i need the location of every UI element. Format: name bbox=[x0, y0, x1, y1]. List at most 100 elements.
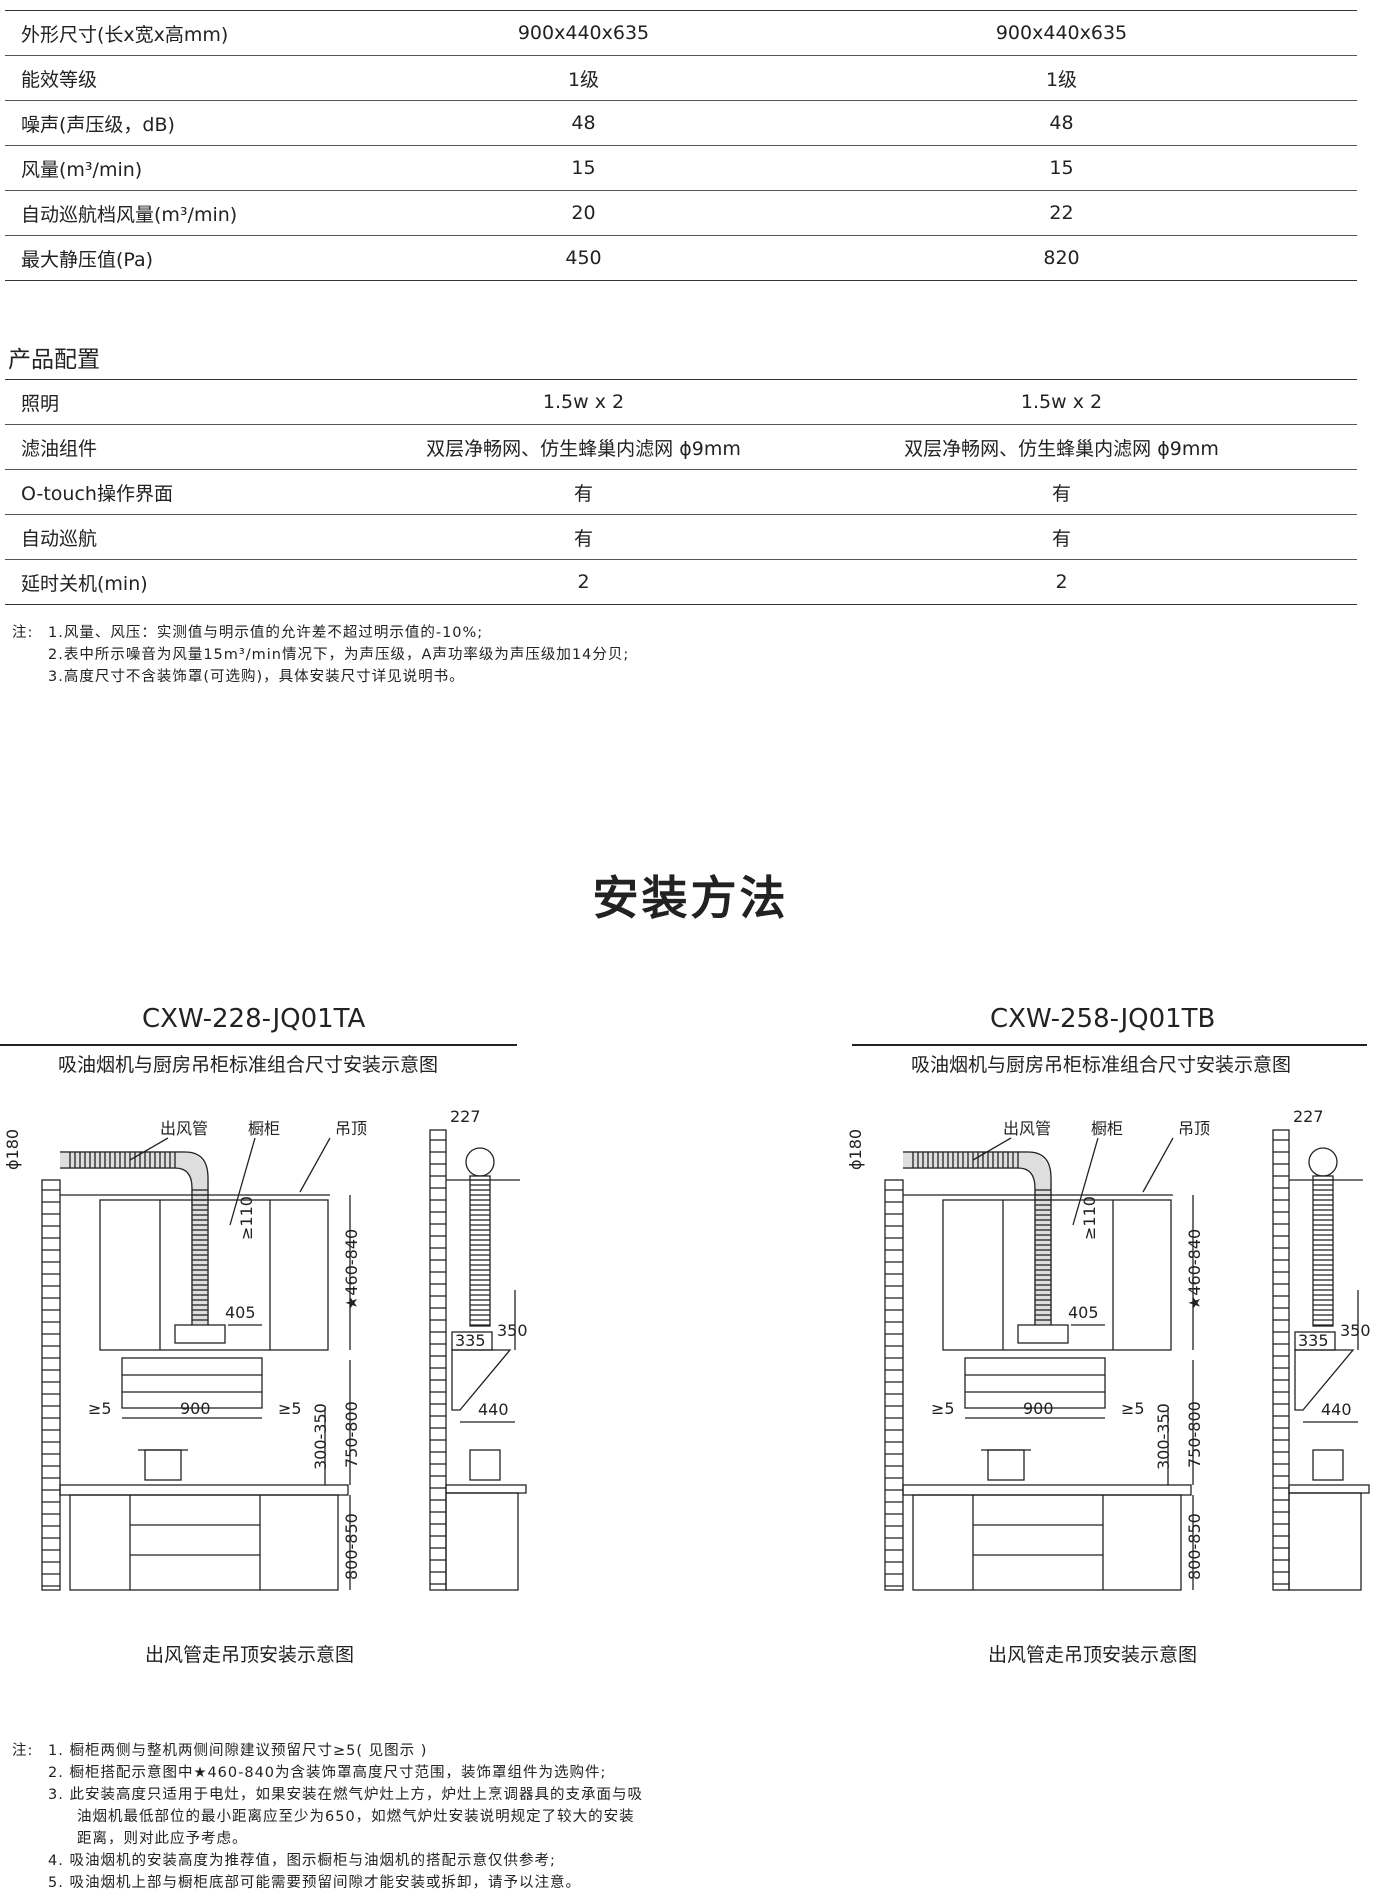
config-cell-v1: 1.5w x 2 bbox=[401, 380, 766, 425]
note-prefix bbox=[12, 1806, 48, 1828]
spec-cell-v1: 20 bbox=[401, 190, 766, 236]
dim-label-ceiling: 吊顶 bbox=[335, 1119, 367, 1138]
spec-cell-v1: 900x440x635 bbox=[401, 11, 766, 56]
dim-label-ceiling: 吊顶 bbox=[1178, 1119, 1210, 1138]
dim-label-cabinet: 橱柜 bbox=[1091, 1119, 1123, 1138]
note-line: 距离，则对此应予考虑。 bbox=[12, 1828, 643, 1850]
config-cell-v2: 双层净畅网、仿生蜂巢内滤网 ϕ9mm bbox=[766, 424, 1357, 470]
config-cell-label: 自动巡航 bbox=[5, 514, 401, 560]
brick-wall-right bbox=[429, 1129, 447, 1591]
note-prefix: 注: bbox=[12, 1743, 34, 1759]
diagram-lines bbox=[41, 1129, 527, 1591]
note-line: 3. 此安装高度只适用于电灶，如果安装在燃气炉灶上方，炉灶上烹调器具的支承面与吸 bbox=[12, 1784, 643, 1806]
side-pot bbox=[1312, 1449, 1344, 1481]
spec-cell-label: 能效等级 bbox=[5, 55, 401, 101]
note-prefix bbox=[12, 666, 48, 688]
hood-body bbox=[121, 1357, 263, 1409]
config-cell-label: 延时关机(min) bbox=[5, 559, 401, 605]
duct bbox=[903, 1151, 1052, 1325]
model-rule-left bbox=[0, 1044, 517, 1046]
dim-label-d750: 750-800 bbox=[342, 1401, 361, 1468]
note-text: 3.高度尺寸不含装饰罩(可选购)，具体安装尺寸详见说明书。 bbox=[48, 669, 465, 685]
spec-notes: 注: 1.风量、风压：实测值与明示值的允许差不超过明示值的-10%; 2.表中所示噪… bbox=[12, 622, 629, 688]
model-rule-right bbox=[852, 1044, 1367, 1046]
note-text: 1.风量、风压：实测值与明示值的允许差不超过明示值的-10%; bbox=[48, 625, 484, 641]
dim-label-d227: 227 bbox=[1293, 1107, 1324, 1126]
dim-label-d5l: ≥5 bbox=[88, 1399, 112, 1418]
side-pot bbox=[469, 1449, 501, 1481]
config-section-title: 产品配置 bbox=[8, 347, 100, 373]
config-row: O-touch操作界面有有 bbox=[5, 469, 1357, 515]
dim-label-d460: ★460-840 bbox=[342, 1229, 361, 1310]
note-prefix bbox=[12, 1850, 48, 1872]
install-title: 安装方法 bbox=[592, 871, 789, 925]
upper-cabinet bbox=[942, 1199, 1172, 1351]
dim-label-d180: ϕ180 bbox=[3, 1129, 22, 1170]
dim-label-d300: 300-350 bbox=[1154, 1403, 1173, 1470]
note-prefix bbox=[12, 644, 48, 666]
dim-label-d350: 350 bbox=[1340, 1321, 1371, 1340]
spec-cell-label: 最大静压值(Pa) bbox=[5, 235, 401, 281]
note-text: 2.表中所示噪音为风量15m³/min情况下，为声压级，A声功率级为声压级加14… bbox=[48, 647, 630, 663]
dim-label-d460: ★460-840 bbox=[1185, 1229, 1204, 1310]
dim-label-d180: ϕ180 bbox=[846, 1129, 865, 1170]
note-line: 注: 1. 橱柜两侧与整机两侧间隙建议预留尺寸≥5( 见图示 ) bbox=[12, 1740, 643, 1762]
spec-cell-v2: 900x440x635 bbox=[766, 11, 1357, 56]
spec-cell-label: 风量(m³/min) bbox=[5, 145, 401, 191]
side-hood bbox=[1294, 1349, 1355, 1411]
table-top-rule bbox=[5, 10, 1357, 11]
dim-label-d110: ≥110 bbox=[1080, 1196, 1099, 1240]
spec-cell-v2: 22 bbox=[766, 190, 1357, 236]
diagram-subtitle-left: 吸油烟机与厨房吊柜标准组合尺寸安装示意图 bbox=[58, 1054, 439, 1076]
dim-label-d800: 800-850 bbox=[1185, 1513, 1204, 1580]
duct bbox=[60, 1151, 209, 1325]
note-prefix bbox=[12, 1872, 48, 1894]
model-name-right: CXW-258-JQ01TB bbox=[990, 1004, 1216, 1034]
pot bbox=[144, 1449, 182, 1481]
spec-cell-v1: 1级 bbox=[401, 55, 766, 101]
spec-cell-v2: 1级 bbox=[766, 55, 1357, 101]
dim-label-d5r: ≥5 bbox=[1121, 1399, 1145, 1418]
note-text: 油烟机最低部位的最小距离应至少为650，如燃气炉灶安装说明规定了较大的安装 bbox=[77, 1809, 635, 1825]
dim-label-d440: 440 bbox=[478, 1400, 509, 1419]
config-cell-v1: 双层净畅网、仿生蜂巢内滤网 ϕ9mm bbox=[401, 424, 766, 470]
note-text: 1. 橱柜两侧与整机两侧间隙建议预留尺寸≥5( 见图示 ) bbox=[48, 1743, 428, 1759]
diagram-caption-left: 出风管走吊顶安装示意图 bbox=[145, 1644, 355, 1666]
countertop bbox=[59, 1484, 349, 1496]
spec-cell-v1: 15 bbox=[401, 145, 766, 191]
config-top-rule bbox=[5, 379, 1357, 380]
spec-cell-v2: 15 bbox=[766, 145, 1357, 191]
config-cell-v2: 有 bbox=[766, 514, 1357, 560]
note-prefix bbox=[12, 1784, 48, 1806]
dim-label-d350: 350 bbox=[497, 1321, 528, 1340]
dim-label-d405: 405 bbox=[1068, 1303, 1099, 1322]
dim-label-d440: 440 bbox=[1321, 1400, 1352, 1419]
brick-wall bbox=[884, 1179, 904, 1591]
upper-cabinet bbox=[99, 1199, 329, 1351]
side-cabinet bbox=[445, 1492, 519, 1591]
dim-label-cabinet: 橱柜 bbox=[248, 1119, 280, 1138]
note-text: 4. 吸油烟机的安装高度为推荐值，图示橱柜与油烟机的搭配示意仅供参考; bbox=[48, 1853, 556, 1869]
note-line: 3.高度尺寸不含装饰罩(可选购)，具体安装尺寸详见说明书。 bbox=[12, 666, 629, 688]
side-duct bbox=[469, 1175, 491, 1327]
dim-label-d900: 900 bbox=[1023, 1399, 1054, 1418]
spec-cell-label: 噪声(声压级，dB) bbox=[5, 100, 401, 146]
note-prefix bbox=[12, 1828, 48, 1850]
dim-label-duct: 出风管 bbox=[160, 1119, 208, 1138]
hood-body bbox=[964, 1357, 1106, 1409]
brick-wall-right bbox=[1272, 1129, 1290, 1591]
diagram-lines bbox=[884, 1129, 1370, 1591]
install-notes: 注:1. 橱柜两侧与整机两侧间隙建议预留尺寸≥5( 见图示 )2. 橱柜搭配示意… bbox=[12, 1740, 643, 1894]
note-line: 5. 吸油烟机上部与橱柜底部可能需要预留间隙才能安装或拆卸，请予以注意。 bbox=[12, 1872, 643, 1894]
note-prefix: 注: bbox=[12, 625, 34, 641]
config-cell-v1: 2 bbox=[401, 559, 766, 605]
